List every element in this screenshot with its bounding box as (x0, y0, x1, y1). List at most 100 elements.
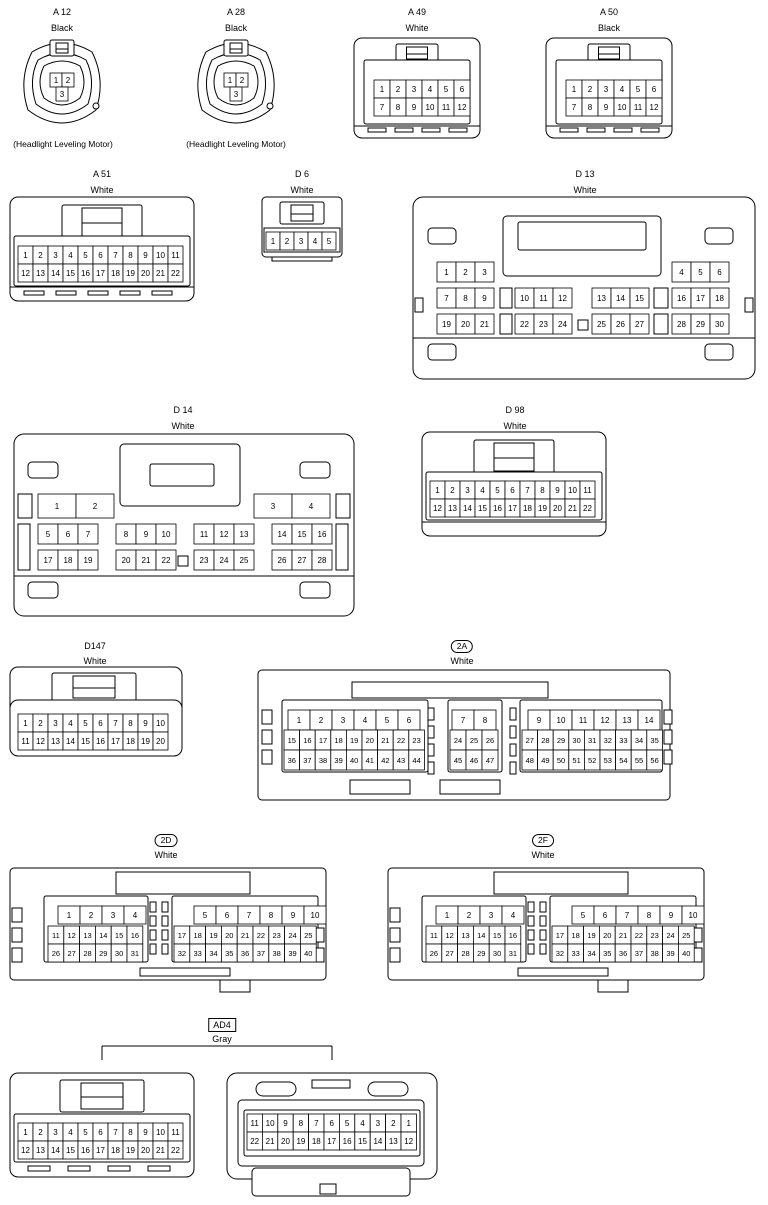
outline (115, 871, 251, 895)
pin-label: 11 (579, 716, 588, 725)
outline (527, 943, 535, 955)
connector-a49-name: A 49 (407, 7, 427, 17)
pin-label: 3 (53, 1128, 58, 1137)
pin-label: 22 (171, 269, 180, 278)
connector-a12-note: (Headlight Leveling Motor) (13, 139, 113, 149)
pin-label: 10 (520, 294, 529, 303)
pin-label: 17 (327, 1137, 336, 1146)
pin-label: 29 (99, 949, 107, 958)
pin-label: 7 (380, 103, 385, 112)
outline (315, 927, 325, 943)
pin-label: 10 (156, 719, 165, 728)
pin-label: 2 (285, 237, 290, 246)
pin-label: 1 (67, 911, 72, 920)
outline (335, 493, 351, 519)
pin-label: 17 (96, 1146, 105, 1155)
pin-label: 3 (341, 716, 346, 725)
pin-label: 21 (619, 931, 627, 940)
pin-label: 7 (247, 911, 252, 920)
pin-label: 16 (303, 736, 311, 745)
pin-label: 17 (696, 294, 705, 303)
outline (539, 929, 547, 941)
pin-cell (645, 97, 663, 117)
outline (389, 907, 401, 923)
pin-label: 4 (68, 251, 73, 260)
outline (261, 749, 273, 765)
pin-label: 3 (299, 237, 304, 246)
pin-label: 19 (350, 736, 358, 745)
pin-label: 8 (269, 911, 274, 920)
pin-label: 7 (113, 1128, 118, 1137)
pin-label: 16 (343, 1137, 352, 1146)
pin-label: 27 (446, 949, 454, 958)
pin-label: 18 (715, 294, 724, 303)
outline (251, 1167, 411, 1197)
outline (17, 523, 31, 571)
pin-label: 26 (52, 949, 60, 958)
pin-label: 24 (666, 931, 674, 940)
outline (151, 290, 173, 296)
pin-cell (291, 493, 331, 519)
outline (335, 523, 349, 571)
outline (219, 979, 251, 993)
pin-label: 6 (603, 911, 608, 920)
connector-ad4-name: AD4 (208, 1018, 236, 1032)
pin-label: 16 (131, 931, 139, 940)
pin-label: 2 (463, 268, 468, 277)
pin-label: 23 (273, 931, 281, 940)
pin-label: 3 (53, 719, 58, 728)
outline (509, 707, 517, 721)
pin-label: 23 (539, 320, 548, 329)
pin-cell (155, 549, 177, 571)
pin-cell (504, 943, 522, 963)
outline (427, 761, 435, 775)
outline (539, 901, 547, 913)
pin-label: 28 (541, 736, 549, 745)
pin-label: 20 (461, 320, 470, 329)
pin-label: 3 (482, 268, 487, 277)
pin-label: 12 (458, 103, 467, 112)
pin-cell (629, 287, 650, 309)
pin-label: 28 (677, 320, 686, 329)
pin-label: 3 (489, 911, 494, 920)
pin-label: 1 (444, 268, 449, 277)
pin-label: 27 (526, 736, 534, 745)
pin-label: 12 (36, 737, 45, 746)
pin-label: 13 (623, 716, 632, 725)
outline (149, 929, 157, 941)
pin-label: 4 (68, 719, 73, 728)
pin-cell (474, 313, 495, 335)
pin-label: 52 (588, 756, 596, 765)
pin-label: 12 (558, 294, 567, 303)
connector-a50-name: A 50 (599, 7, 619, 17)
pin-label: 16 (509, 931, 517, 940)
pin-label: 51 (572, 756, 580, 765)
pin-label: 2 (89, 911, 94, 920)
pin-label: 18 (334, 736, 342, 745)
outline (55, 42, 69, 54)
pin-label: 40 (682, 949, 690, 958)
pin-label: 2 (588, 85, 593, 94)
outline (613, 127, 633, 133)
pin-label: 5 (444, 85, 449, 94)
pin-label: 14 (477, 931, 485, 940)
outline (509, 761, 517, 775)
pin-label: 38 (651, 949, 659, 958)
pin-label: 5 (698, 268, 703, 277)
pin-label: 8 (299, 1119, 304, 1128)
pin-label: 3 (60, 90, 65, 99)
pin-label: 10 (266, 1119, 275, 1128)
pin-label: 3 (376, 1119, 381, 1128)
pin-label: 15 (115, 931, 123, 940)
pin-label: 5 (345, 1119, 350, 1128)
pin-label: 41 (366, 756, 374, 765)
pin-cell (678, 943, 695, 963)
pin-label: 3 (465, 486, 470, 495)
pin-cell (152, 731, 169, 751)
pin-label: 25 (240, 556, 249, 565)
pin-label: 12 (220, 530, 229, 539)
